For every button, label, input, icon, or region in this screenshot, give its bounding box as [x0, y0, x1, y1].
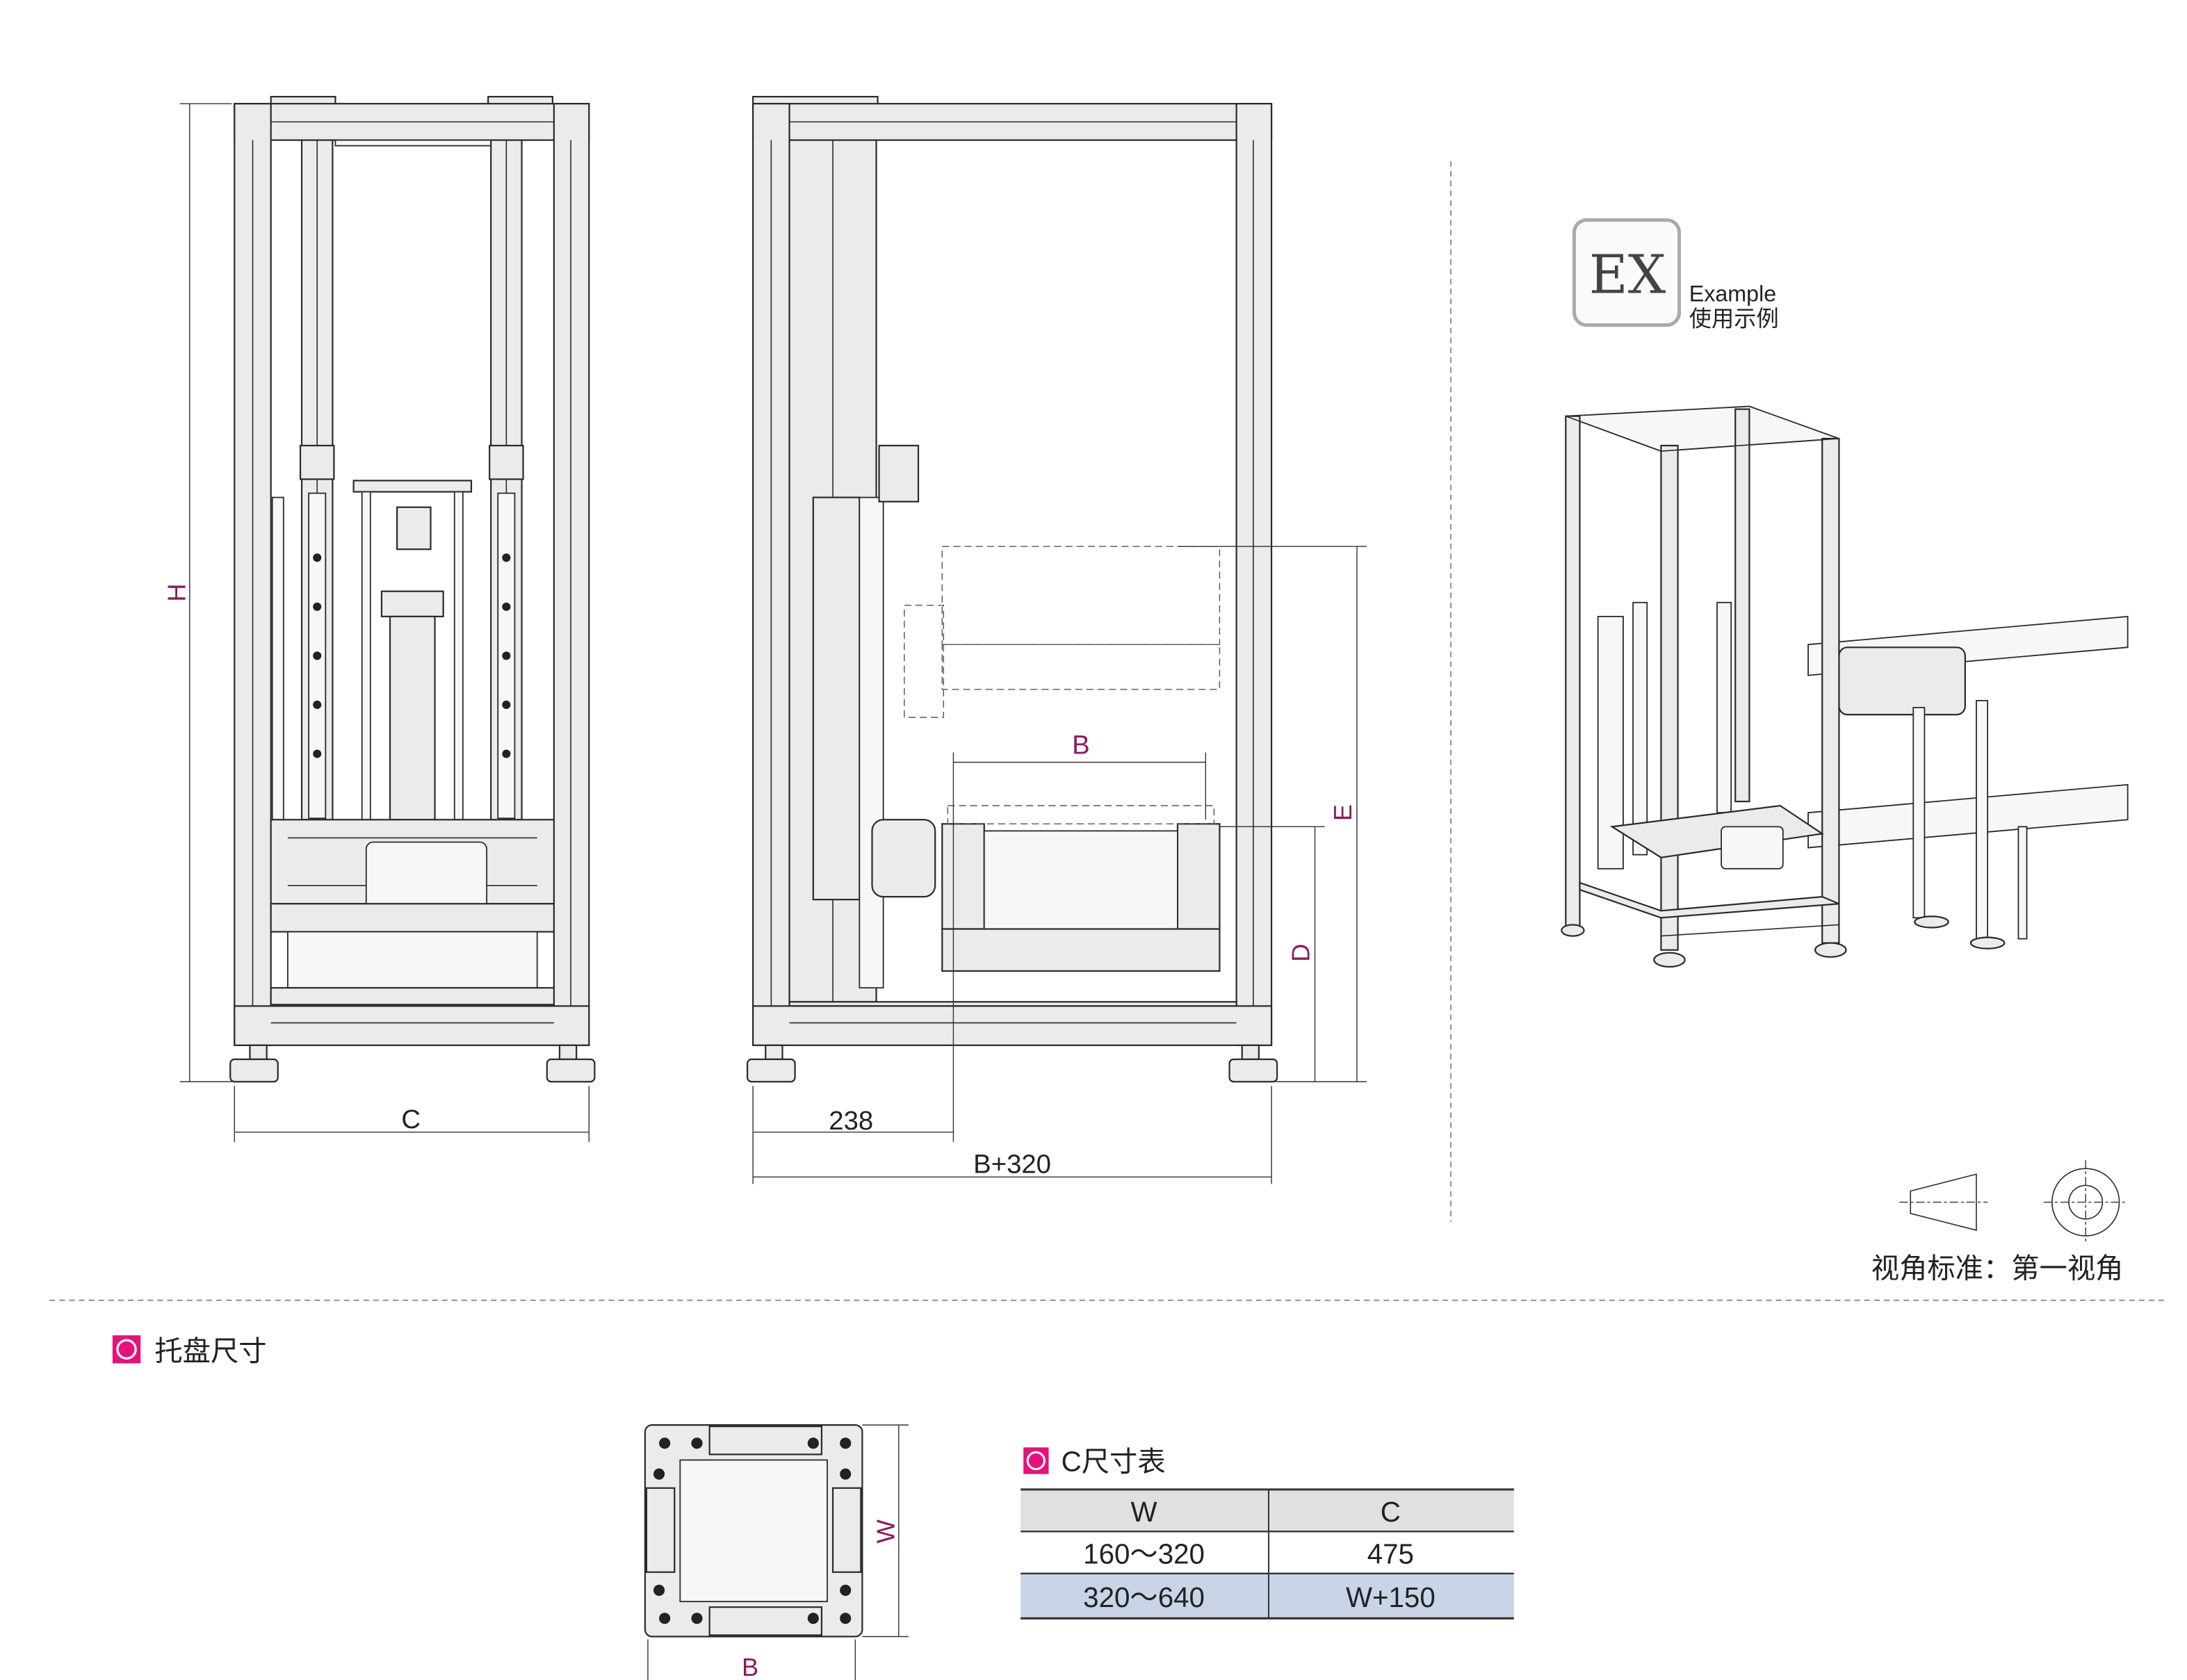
- first-angle-projection-symbol: [1899, 1160, 2128, 1245]
- table-header-c: C: [1381, 1496, 1401, 1528]
- dim-b-label: B: [1072, 731, 1090, 760]
- dim-w-label: W: [872, 1519, 900, 1543]
- view-standard-label: 视角标准：第一视角: [1871, 1253, 2124, 1284]
- dim-238-label: 238: [829, 1106, 873, 1136]
- dim-h-label: H: [163, 584, 191, 602]
- table-cell: 320～640: [1083, 1582, 1205, 1613]
- front-view: H C: [163, 95, 596, 1142]
- c-table-title: C尺寸表: [1062, 1446, 1166, 1478]
- dim-d-label: D: [1286, 944, 1315, 962]
- dim-pallet-b-label: B: [742, 1653, 758, 1680]
- pallet-top-view: W B: [644, 1424, 909, 1680]
- table-cell: W+150: [1346, 1582, 1436, 1613]
- dim-c-label: C: [401, 1104, 421, 1134]
- table-cell: 475: [1367, 1539, 1414, 1570]
- c-size-table: C尺寸表 W C 160～320 475 320～640 W+150: [1021, 1446, 1514, 1620]
- table-cell: 160～320: [1083, 1539, 1205, 1570]
- isometric-example-illustration: [1561, 405, 2129, 968]
- table-header-w: W: [1131, 1496, 1157, 1528]
- ex-logo: EX: [1589, 244, 1666, 306]
- pallet-section-title: 托盘尺寸: [154, 1335, 266, 1367]
- example-label-cn: 使用示例: [1689, 307, 1779, 332]
- rail-bolts: [313, 553, 511, 758]
- side-view: B E D 238 B+320: [746, 95, 1367, 1184]
- dim-b320-label: B+320: [973, 1149, 1051, 1179]
- dim-e-label: E: [1328, 804, 1357, 821]
- pallet-section-heading: 托盘尺寸: [112, 1335, 267, 1367]
- example-label-en: Example: [1689, 281, 1776, 306]
- example-badge: EX Example 使用示例: [1572, 218, 1779, 332]
